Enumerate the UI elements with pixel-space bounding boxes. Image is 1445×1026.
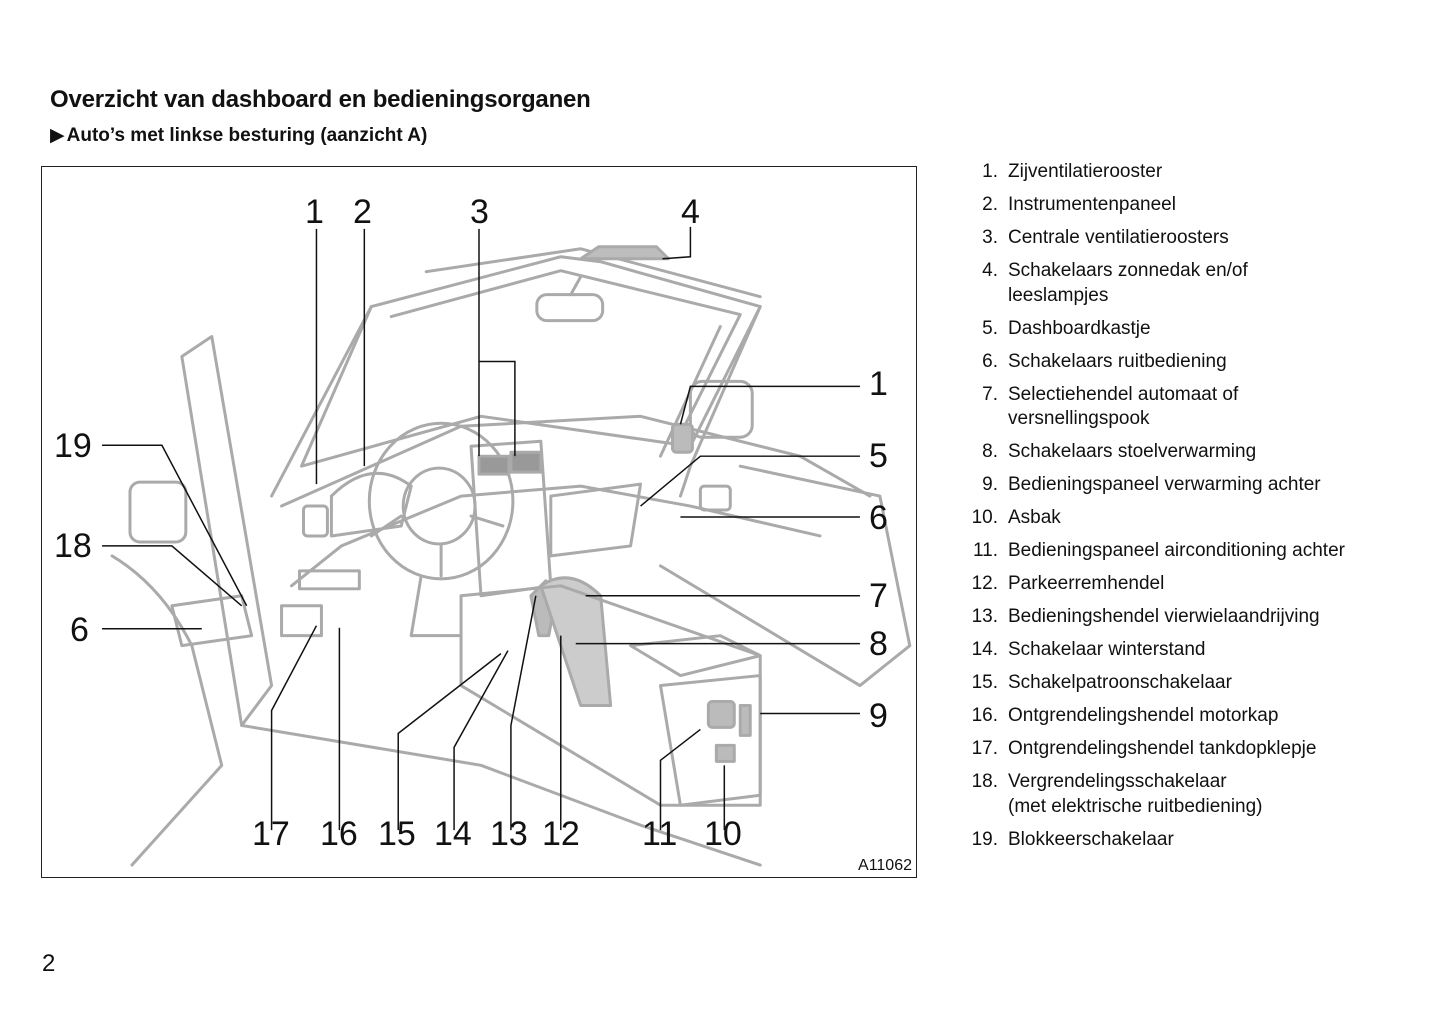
- leader-18: [102, 545, 243, 607]
- glovebox: [549, 482, 643, 558]
- dashboard-illustration: 1 2 3 4 1 5 6 7 8 9 19 18 6 17 16 15 14 …: [41, 166, 917, 878]
- leader-15: [397, 653, 502, 831]
- leader-3: [478, 228, 516, 457]
- triangle-marker-icon: ▶: [50, 125, 65, 146]
- callout-16: 16: [320, 815, 358, 853]
- legend-item: 15.Schakelpatroonschakelaar: [971, 672, 1232, 693]
- callout-3: 3: [470, 193, 489, 231]
- callout-11: 11: [642, 815, 678, 853]
- leader-11: [659, 728, 701, 831]
- legend-item: 12.Parkeerremhendel: [971, 573, 1165, 594]
- legend-item: 19.Blokkeerschakelaar: [971, 828, 1174, 850]
- callout-17: 17: [252, 815, 290, 853]
- dashboard-top: [280, 414, 872, 508]
- callout-1-right: 1: [869, 365, 888, 403]
- section-subtitle: ▶Auto’s met linkse besturing (aanzicht A…: [50, 124, 427, 147]
- page-number: 2: [42, 950, 56, 977]
- right-a-pillar: [678, 305, 762, 498]
- dashboard-drawing: [102, 226, 912, 867]
- callout-13: 13: [490, 815, 528, 853]
- leader-17: [270, 625, 318, 831]
- legend-list: 1.Zijventilatierooster 2.Instrumentenpan…: [960, 160, 1430, 861]
- legend-item: 3.Centrale ventilatieroosters: [982, 227, 1229, 248]
- leader-19: [102, 444, 248, 607]
- legend-item: 9.Bedieningspaneel verwarming achter: [982, 474, 1321, 495]
- callout-15: 15: [378, 815, 416, 853]
- callout-5: 5: [869, 437, 888, 475]
- callout-12: 12: [542, 815, 580, 853]
- rear-console: [658, 674, 762, 807]
- callout-18: 18: [54, 527, 92, 565]
- left-vent: [301, 504, 329, 538]
- figure-code: A11062: [858, 857, 912, 874]
- mirror: [535, 293, 605, 323]
- leader-1-right: [679, 385, 860, 425]
- callout-4: 4: [681, 193, 700, 231]
- legend-item: 5.Dashboardkastje: [982, 317, 1151, 339]
- legend-item: 14.Schakelaar winterstand: [971, 639, 1206, 660]
- page-title: Overzicht van dashboard en bedieningsorg…: [50, 86, 591, 113]
- callout-14: 14: [434, 815, 472, 853]
- legend-item: 16.Ontgrendelingshendel motorkap: [971, 705, 1279, 726]
- overhead-console: [579, 245, 670, 261]
- right-door: [658, 464, 912, 688]
- legend-item: 6.Schakelaars ruitbediening: [982, 350, 1227, 372]
- callout-10: 10: [704, 815, 742, 853]
- legend-item: 11.Bedieningspaneel airconditioning acht…: [972, 540, 1345, 561]
- legend-item: 17.Ontgrendelingshendel tankdopklepje: [971, 738, 1317, 759]
- steering-wheel: [367, 421, 515, 581]
- left-side-mirror: [128, 480, 188, 544]
- callout-1-left: 1: [305, 193, 324, 231]
- leader-14: [453, 650, 509, 831]
- callout-7: 7: [869, 577, 888, 615]
- callout-19: 19: [54, 427, 92, 465]
- legend-item: 8.Schakelaars stoelverwarming: [982, 441, 1257, 462]
- windshield-frame: [300, 255, 762, 468]
- legend-item: 1.Zijventilatierooster: [982, 161, 1163, 182]
- armrest: [629, 634, 762, 678]
- windshield-inner: [389, 269, 742, 436]
- right-vent: [670, 422, 694, 454]
- callout-2: 2: [353, 193, 372, 231]
- subtitle-text: Auto’s met linkse besturing (aanzicht A): [66, 125, 428, 146]
- instrument-hood: [329, 471, 413, 538]
- roof-line: [424, 247, 762, 299]
- callout-8: 8: [869, 625, 888, 663]
- legend-item: 10.Asbak: [971, 507, 1061, 528]
- callout-6-right: 6: [869, 499, 888, 537]
- left-a-pillar: [180, 335, 274, 727]
- callout-9: 9: [869, 697, 888, 735]
- legend-item: 2.Instrumentenpaneel: [982, 194, 1176, 215]
- legend-item: 13.Bedieningshendel vierwielaandrijving: [971, 606, 1320, 627]
- leader-4: [662, 226, 692, 260]
- legend-item: 18.Vergrendelingsschakelaar(met elektris…: [971, 771, 1263, 817]
- leader-5: [640, 455, 860, 507]
- callout-6-left: 6: [70, 611, 89, 649]
- leader-13: [510, 595, 537, 831]
- shift-boot: [539, 576, 613, 707]
